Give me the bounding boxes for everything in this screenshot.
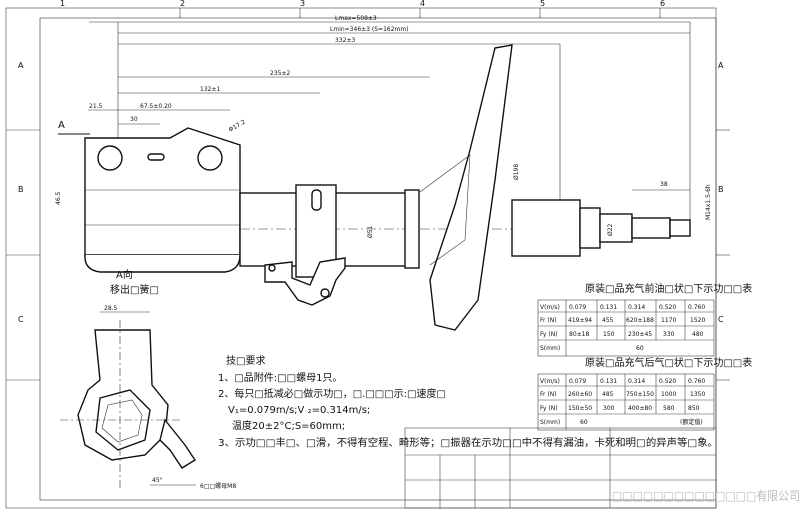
notes-line-3: V₁=0.079m/s;V ₂=0.314m/s; (228, 405, 370, 416)
row-label-left: B (18, 185, 24, 194)
t2-cell: V(m/s) (540, 378, 560, 385)
t1-cell: 150 (603, 331, 615, 338)
notes-line-1: 1、□品附件:□□螺母1只。 (218, 371, 342, 384)
col-label: 1 (60, 0, 65, 8)
piston-rod: 38 M14x1.5-6h Ø22 (511, 181, 712, 257)
col-label: 2 (180, 0, 185, 8)
dim-phi17-2: Φ17.2 (228, 119, 247, 134)
move-out-label: 移出□簧□ (110, 283, 159, 296)
notes-line-2: 2、每只□抵减必□做示功□，□.□□□示:□速度□ (218, 387, 446, 400)
t2-cell: 850 (688, 405, 700, 412)
nut-m8-label: 6□□螺母M8 (200, 482, 236, 490)
view-a-marker: A 46.5 (55, 120, 90, 205)
dim-lmin: Lmin=346±3 (S=162mm) (330, 26, 409, 33)
t2-cell: 0.314 (628, 378, 645, 385)
t1-cell: 0.314 (628, 304, 645, 311)
t1-cell: V(m/s) (540, 304, 560, 311)
dim-235: 235±2 (270, 70, 290, 77)
dim-phi51: Ø51 (367, 225, 374, 238)
t2-cell: 485 (602, 391, 614, 398)
t1-cell: 455 (602, 317, 614, 324)
t2-cell: 580 (663, 405, 675, 412)
force-table-1: 原装□品充气前油□状□下示功□□表 V(m/s) 0.079 0.131 0.3… (537, 282, 752, 357)
dim-28-5: 28.5 (104, 305, 118, 312)
t1-cell: 230±45 (628, 331, 652, 338)
dim-phi198: Ø198 (513, 164, 520, 180)
tech-requirements: 技□要求 1、□品附件:□□螺母1只。 2、每只□抵减必□做示功□，□.□□□示… (218, 354, 718, 449)
t2-cell: Fr (N) (540, 391, 557, 398)
t1-cell: Fy (N) (540, 331, 558, 338)
col-label: 4 (420, 0, 425, 8)
t2-cell: (额定值) (680, 418, 703, 426)
row-label-left: C (18, 315, 24, 324)
row-label-right: B (718, 185, 724, 194)
notes-title: 技□要求 (226, 354, 265, 367)
force-table-2: 原装□品充气后气□状□下示功□□表 V(m/s) 0.079 0.131 0.3… (537, 356, 752, 431)
column-labels: 1 2 3 4 5 6 (60, 0, 665, 8)
t2-cell: 1350 (690, 391, 705, 398)
row-label-left: A (18, 61, 24, 70)
row-label-right: A (718, 61, 724, 70)
view-a-label: A向 (116, 268, 133, 281)
dim-m14: M14x1.5-6h (705, 184, 712, 220)
table2-title: 原装□品充气后气□状□下示功□□表 (585, 356, 752, 369)
t1-cell: 330 (663, 331, 675, 338)
t2-cell: 1000 (661, 391, 676, 398)
dim-phi22: Ø22 (607, 223, 614, 236)
t1-cell: 419±94 (568, 317, 592, 324)
row-labels: A B C A B C (18, 61, 724, 324)
t1-cell: 80±18 (569, 331, 589, 338)
t1-cell: Fr (N) (540, 317, 557, 324)
t1-cell: S(mm) (540, 345, 560, 352)
view-a-caption: A向 移出□簧□ (110, 268, 159, 296)
spring-seat: Ø198 (419, 44, 520, 331)
t2-cell: 300 (603, 405, 615, 412)
col-label: 5 (540, 0, 545, 8)
t2-cell: 150±50 (568, 405, 592, 412)
dim-lmax: Lmax=508±3 (335, 15, 377, 22)
t2-cell: 0.131 (600, 378, 617, 385)
t2-cell: 260±60 (568, 391, 592, 398)
t1-cell: 0.520 (659, 304, 676, 311)
t2-cell: 0.079 (569, 378, 586, 385)
t2-cell: 750±150 (626, 391, 654, 398)
t2-cell: 400±80 (628, 405, 652, 412)
t2-cell: 0.760 (688, 378, 705, 385)
t1-cell: 0.079 (569, 304, 586, 311)
col-label: 6 (660, 0, 665, 8)
dim-46-5: 46.5 (55, 191, 62, 205)
view-label-a: A (58, 120, 65, 131)
dim-332: 332±3 (335, 37, 355, 44)
notes-line-4: 温度20±2°C;S=60mm; (232, 419, 345, 432)
notes-line-5: 3、示功□□丰□、□滑，不得有空程、畸形等；□振器在示功□□中不得有漏油，卡死和… (218, 436, 718, 449)
table1-title: 原装□品充气前油□状□下示功□□表 (585, 282, 752, 295)
t1-cell: 0.760 (688, 304, 705, 311)
dim-30: 30 (130, 116, 138, 123)
top-dimensions: Lmax=508±3 Lmin=346±3 (S=162mm) 332±3 23… (88, 15, 691, 220)
t1-cell: 1170 (661, 317, 676, 324)
lower-bracket (264, 257, 346, 306)
t2-cell: Fy (N) (540, 405, 558, 412)
t1-cell: 1520 (690, 317, 705, 324)
dim-132: 132±1 (200, 86, 220, 93)
t2-cell: 0.520 (659, 378, 676, 385)
company-name: □□□□□□□□□□□□□□有限公司 (612, 489, 800, 503)
col-label: 3 (300, 0, 305, 8)
title-block: □□□□□□□□□□□□□□有限公司 (404, 427, 800, 509)
t2-cell: 60 (580, 419, 588, 426)
t1-cell: 60 (636, 345, 644, 352)
dim-21-5: 21.5 (89, 103, 103, 110)
t2-cell: S(mm) (540, 419, 560, 426)
dim-67-5: 67.5±0.20 (140, 103, 172, 110)
knuckle-bracket (84, 127, 241, 273)
drawing-frame (5, 7, 730, 509)
row-label-right: C (718, 315, 724, 324)
t1-cell: 620±188 (626, 317, 654, 324)
dim-38: 38 (660, 181, 668, 188)
hex-detail: 28.5 45° 6□□螺母M8 (60, 305, 236, 490)
dim-45-deg: 45° (152, 477, 163, 484)
t1-cell: 480 (692, 331, 704, 338)
t1-cell: 0.131 (600, 304, 617, 311)
